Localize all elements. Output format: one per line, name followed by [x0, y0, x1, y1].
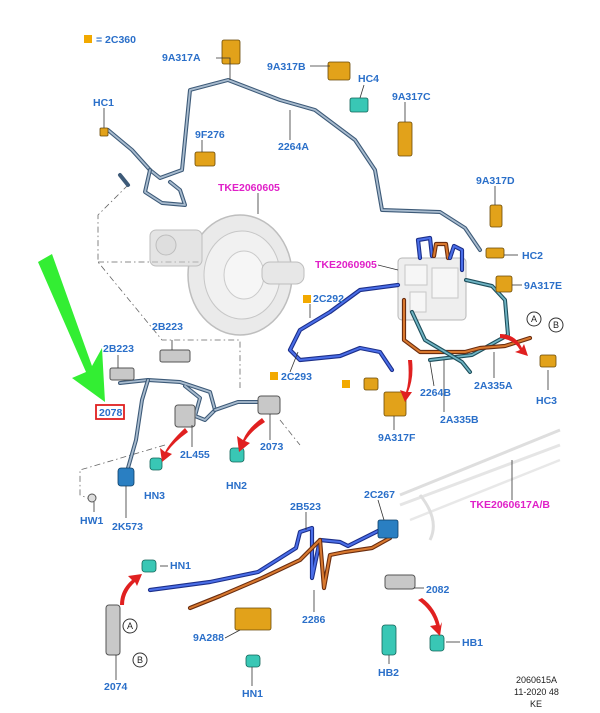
label-2C293: 2C293 — [281, 371, 312, 383]
label-2C267: 2C267 — [364, 489, 395, 501]
clip-HN2 — [229, 447, 245, 463]
label-2B523: 2B523 — [290, 501, 321, 513]
clip-9A317E — [495, 275, 513, 293]
clip-HC2 — [485, 247, 505, 259]
clip-9F276 — [194, 151, 216, 167]
swatch-2C292 — [303, 295, 311, 303]
label-2B223-top: 2B223 — [152, 321, 183, 333]
footer-initials: KE — [530, 699, 542, 709]
clip-9A317F — [383, 391, 407, 417]
label-HC1: HC1 — [93, 97, 114, 109]
clip-HN1b — [245, 654, 261, 668]
brake-line-2286 — [147, 525, 393, 611]
clip-HW1 — [87, 493, 97, 503]
label-HB2: HB2 — [378, 667, 399, 679]
leader-lines — [93, 57, 549, 686]
clip-HC4 — [349, 97, 369, 113]
label-2082: 2082 — [426, 584, 450, 596]
label-2074: 2074 — [104, 681, 128, 693]
abs-lines — [287, 235, 533, 374]
fitting-2K573 — [117, 467, 135, 487]
label-HC4: HC4 — [358, 73, 379, 85]
legend-text: = 2C360 — [96, 34, 136, 46]
label-HB1: HB1 — [462, 637, 483, 649]
brake-line-2078 — [118, 378, 260, 470]
brake-line-2264A — [106, 78, 482, 252]
swatch-2C360-callout — [342, 380, 350, 388]
clip-HN1a — [141, 559, 157, 573]
abs-module — [397, 257, 467, 321]
label-2A335B: 2A335B — [440, 414, 479, 426]
footer-date: 11-2020 48 — [514, 687, 559, 697]
bracket-2B223b — [159, 349, 191, 363]
label-9F276: 9F276 — [195, 129, 225, 141]
label-9A317D: 9A317D — [476, 175, 515, 187]
label-9A317A: 9A317A — [162, 52, 201, 64]
clip-9A288 — [234, 607, 272, 631]
label-HW1: HW1 — [80, 515, 103, 527]
label-9A317E: 9A317E — [524, 280, 562, 292]
label-TKE2060617AB: TKE2060617A/B — [470, 499, 550, 511]
clip-HC3 — [539, 354, 557, 368]
bracket-2L455 — [174, 404, 196, 428]
label-HN1-top: HN1 — [170, 560, 191, 572]
label-TKE2060905: TKE2060905 — [315, 259, 377, 271]
label-2286: 2286 — [302, 614, 326, 626]
bracket-2074 — [105, 604, 121, 656]
green-pointer-arrow — [38, 254, 105, 402]
label-2264B: 2264B — [420, 387, 451, 399]
highlight-box-2078 — [95, 404, 125, 420]
label-2B223-left: 2B223 — [103, 343, 134, 355]
label-B-top: B — [553, 320, 559, 330]
label-TKE2060605: TKE2060605 — [218, 182, 280, 194]
label-HN3: HN3 — [144, 490, 165, 502]
label-9A288: 9A288 — [193, 632, 224, 644]
clip-HB2 — [381, 624, 397, 656]
clip-9A317C — [397, 121, 413, 157]
label-2073: 2073 — [260, 441, 284, 453]
label-HC3: HC3 — [536, 395, 557, 407]
label-A-top: A — [531, 314, 537, 324]
tke-ghost-lines — [399, 428, 561, 541]
connector-2C267 — [377, 519, 399, 539]
label-2078: 2078 — [99, 407, 123, 419]
clip-9A317B — [327, 61, 351, 81]
brake-booster — [149, 214, 305, 336]
clip-2C360 — [363, 377, 379, 391]
label-A-bottom: A — [127, 621, 133, 631]
label-2L455: 2L455 — [180, 449, 210, 461]
clip-HN3 — [149, 457, 163, 471]
clip-9A317D — [489, 204, 503, 228]
bracket-2B223a — [109, 367, 135, 381]
label-HC2: HC2 — [522, 250, 543, 262]
footer-ref: 2060615A — [516, 675, 557, 685]
label-HN2: HN2 — [226, 480, 247, 492]
label-9A317B: 9A317B — [267, 61, 306, 73]
label-9A317F: 9A317F — [378, 432, 416, 444]
label-2K573: 2K573 — [112, 521, 143, 533]
swatch-2C293 — [270, 372, 278, 380]
red-arrows — [120, 334, 528, 636]
bracket-2082 — [384, 574, 416, 590]
label-HN1-bottom: HN1 — [242, 688, 263, 700]
legend-swatch — [84, 35, 92, 43]
clip-HC1 — [99, 127, 109, 137]
label-9A317C: 9A317C — [392, 91, 431, 103]
clip-HB1 — [429, 634, 445, 652]
bracket-2073 — [257, 395, 281, 415]
clip-9A317A — [221, 39, 241, 65]
label-2C292: 2C292 — [313, 293, 344, 305]
label-2264A: 2264A — [278, 141, 309, 153]
label-B-bottom: B — [137, 655, 143, 665]
label-2A335A: 2A335A — [474, 380, 513, 392]
